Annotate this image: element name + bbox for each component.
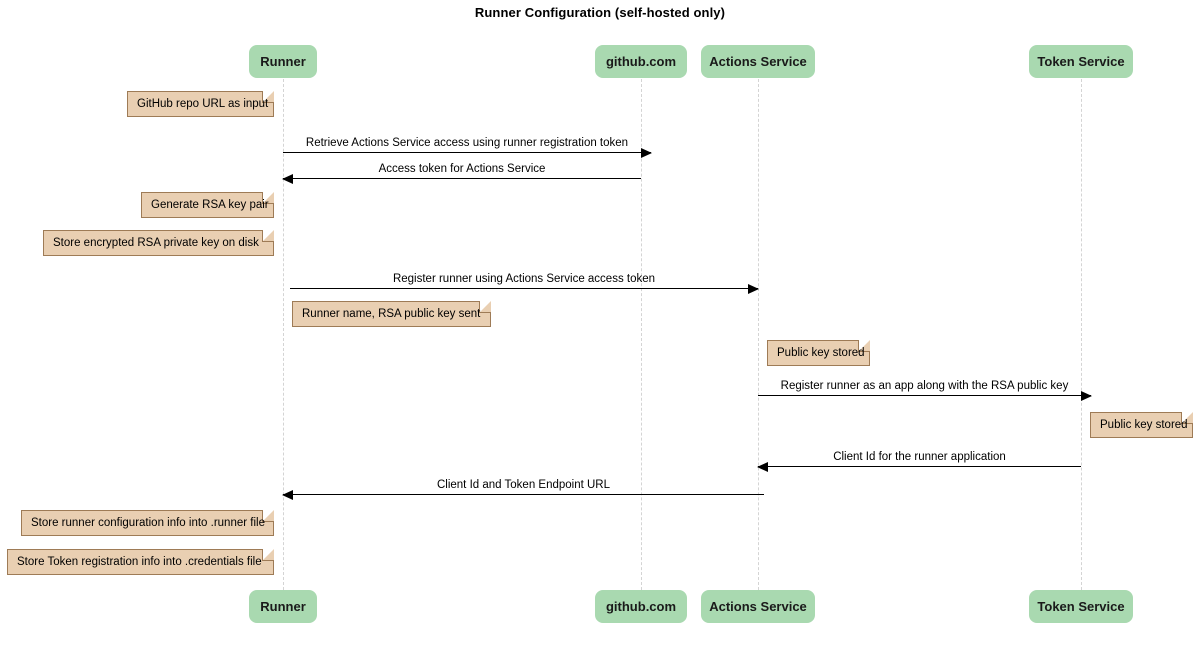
- participant-runner-top[interactable]: Runner: [249, 45, 317, 78]
- note-text: Public key stored: [1100, 419, 1188, 431]
- note-fold-triangle-icon: [263, 91, 274, 102]
- participant-label: Token Service: [1037, 599, 1125, 614]
- participant-token-top[interactable]: Token Service: [1029, 45, 1133, 78]
- note-fold-triangle-icon: [263, 510, 274, 521]
- note-fold-triangle-icon: [1182, 412, 1193, 423]
- lifeline-token: [1081, 79, 1082, 590]
- lifeline-github: [641, 79, 642, 590]
- note-text: Public key stored: [777, 347, 865, 359]
- arrowhead-left-icon: [757, 462, 768, 472]
- note-n5: Public key stored: [767, 340, 870, 366]
- note-n8: Store Token registration info into .cred…: [7, 549, 274, 575]
- note-text: Runner name, RSA public key sent: [302, 308, 481, 320]
- note-n4: Runner name, RSA public key sent: [292, 301, 491, 327]
- arrowhead-right-icon: [748, 284, 759, 294]
- message-m5: Client Id for the runner application: [757, 451, 1081, 472]
- message-m4: Register runner as an app along with the…: [758, 380, 1092, 401]
- message-label: Access token for Actions Service: [378, 163, 546, 175]
- participant-label: Actions Service: [709, 54, 807, 69]
- participant-label: github.com: [605, 54, 677, 69]
- note-fold-triangle-icon: [263, 192, 274, 203]
- note-text: Store Token registration info into .cred…: [17, 556, 262, 568]
- participant-label: github.com: [605, 599, 677, 614]
- note-fold-triangle-icon: [480, 301, 491, 312]
- participant-actions-top[interactable]: Actions Service: [701, 45, 815, 78]
- note-n6: Public key stored: [1090, 412, 1193, 438]
- arrowhead-right-icon: [641, 148, 652, 158]
- note-fold-triangle-icon: [263, 549, 274, 560]
- note-text: Store encrypted RSA private key on disk: [53, 237, 259, 249]
- participant-runner-bottom[interactable]: Runner: [249, 590, 317, 623]
- message-label: Register runner using Actions Service ac…: [392, 273, 656, 285]
- note-fold-triangle-icon: [263, 230, 274, 241]
- message-label: Client Id and Token Endpoint URL: [436, 479, 611, 491]
- note-text: GitHub repo URL as input: [137, 98, 269, 110]
- note-fold-triangle-icon: [859, 340, 870, 351]
- note-n3: Store encrypted RSA private key on disk: [43, 230, 274, 256]
- note-n7: Store runner configuration info into .ru…: [21, 510, 274, 536]
- participant-label: Runner: [260, 54, 306, 69]
- note-n2: Generate RSA key pair: [141, 192, 274, 218]
- participant-github-bottom[interactable]: github.com: [595, 590, 687, 623]
- arrowhead-left-icon: [282, 490, 293, 500]
- participant-token-bottom[interactable]: Token Service: [1029, 590, 1133, 623]
- message-m3: Register runner using Actions Service ac…: [290, 273, 759, 294]
- participant-label: Actions Service: [709, 599, 807, 614]
- message-label: Client Id for the runner application: [833, 451, 1006, 463]
- participant-github-top[interactable]: github.com: [595, 45, 687, 78]
- note-n1: GitHub repo URL as input: [127, 91, 274, 117]
- participant-label: Token Service: [1037, 54, 1125, 69]
- arrowhead-right-icon: [1081, 391, 1092, 401]
- message-m6: Client Id and Token Endpoint URL: [282, 479, 764, 500]
- message-m2: Access token for Actions Service: [282, 163, 641, 184]
- note-text: Store runner configuration info into .ru…: [31, 517, 265, 529]
- message-m1: Retrieve Actions Service access using ru…: [283, 137, 652, 158]
- note-text: Generate RSA key pair: [151, 199, 269, 211]
- participant-actions-bottom[interactable]: Actions Service: [701, 590, 815, 623]
- arrowhead-left-icon: [282, 174, 293, 184]
- message-label: Retrieve Actions Service access using ru…: [305, 137, 629, 149]
- message-label: Register runner as an app along with the…: [780, 380, 1069, 392]
- lifeline-runner: [283, 79, 284, 590]
- lifeline-actions: [758, 79, 759, 590]
- diagram-title: Runner Configuration (self-hosted only): [474, 5, 726, 20]
- participant-label: Runner: [260, 599, 306, 614]
